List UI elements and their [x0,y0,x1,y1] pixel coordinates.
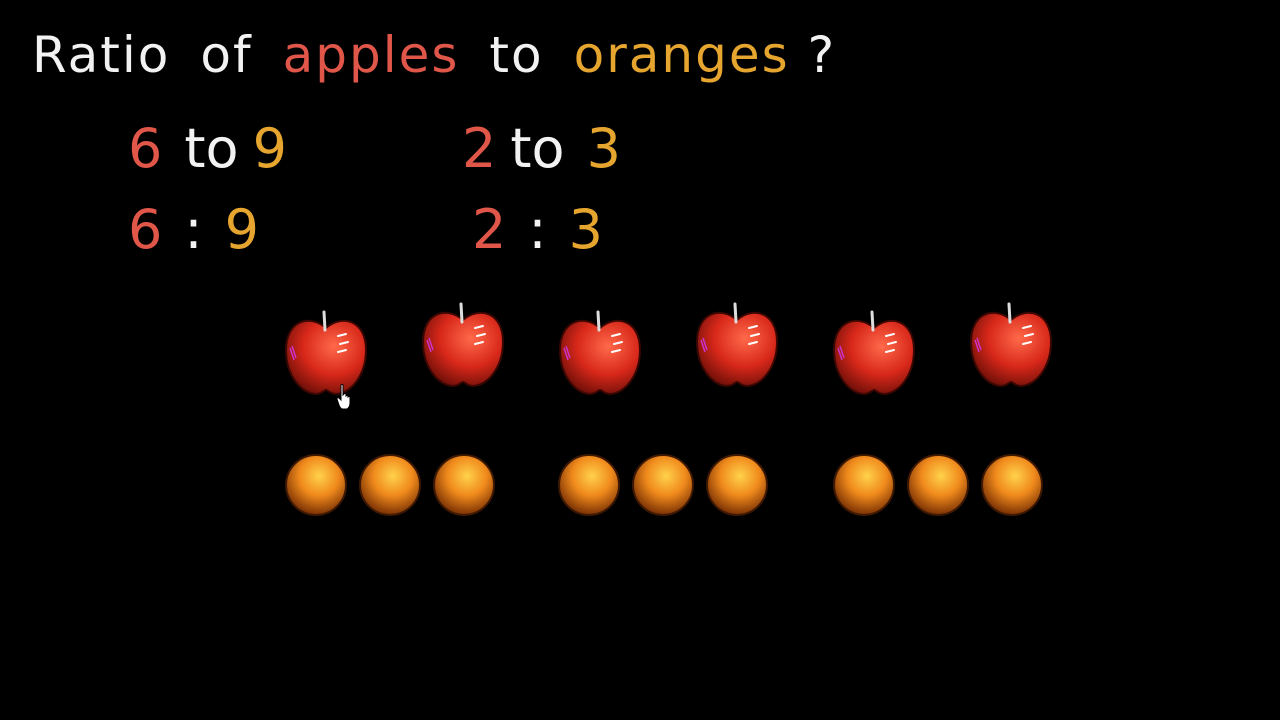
hand-pointer-icon [336,384,351,410]
ratio-apples-count: 6 [128,198,163,261]
ratio-colon: : [528,198,547,261]
ratio-apples-count: 2 [472,198,507,261]
ratio-oranges-count: 3 [586,117,621,180]
apple-icon [695,302,779,388]
orange-icon [359,454,421,516]
ratio-oranges-count: 9 [224,198,259,261]
apple-icon [284,310,368,396]
ratio-separator: to [510,117,565,180]
title-word-ratio: Ratio [32,26,171,84]
ratio-colon: : [184,198,203,261]
apple-icon [558,310,642,396]
title-word-apples: apples [282,26,460,84]
ratio-apples-count: 2 [462,117,497,180]
apple-icon [969,302,1053,388]
ratio-oranges-count: 9 [252,117,287,180]
ratio-apples-count: 6 [128,117,163,180]
apple-icon [832,310,916,396]
ratio-6-colon-9: 6:9 [128,203,259,257]
orange-icon [632,454,694,516]
ratio-separator: to [184,117,239,180]
title-question-mark: ? [807,26,837,84]
orange-icon [981,454,1043,516]
title-word-oranges: oranges [573,26,790,84]
title-word-of: of [200,26,253,84]
orange-icon [907,454,969,516]
title-word-to: to [489,26,544,84]
ratio-oranges-count: 3 [568,198,603,261]
orange-icon [433,454,495,516]
apple-icon [421,302,505,388]
orange-icon [558,454,620,516]
orange-icon [285,454,347,516]
ratio-2-colon-3: 2:3 [472,203,603,257]
orange-icon [833,454,895,516]
orange-icon [706,454,768,516]
